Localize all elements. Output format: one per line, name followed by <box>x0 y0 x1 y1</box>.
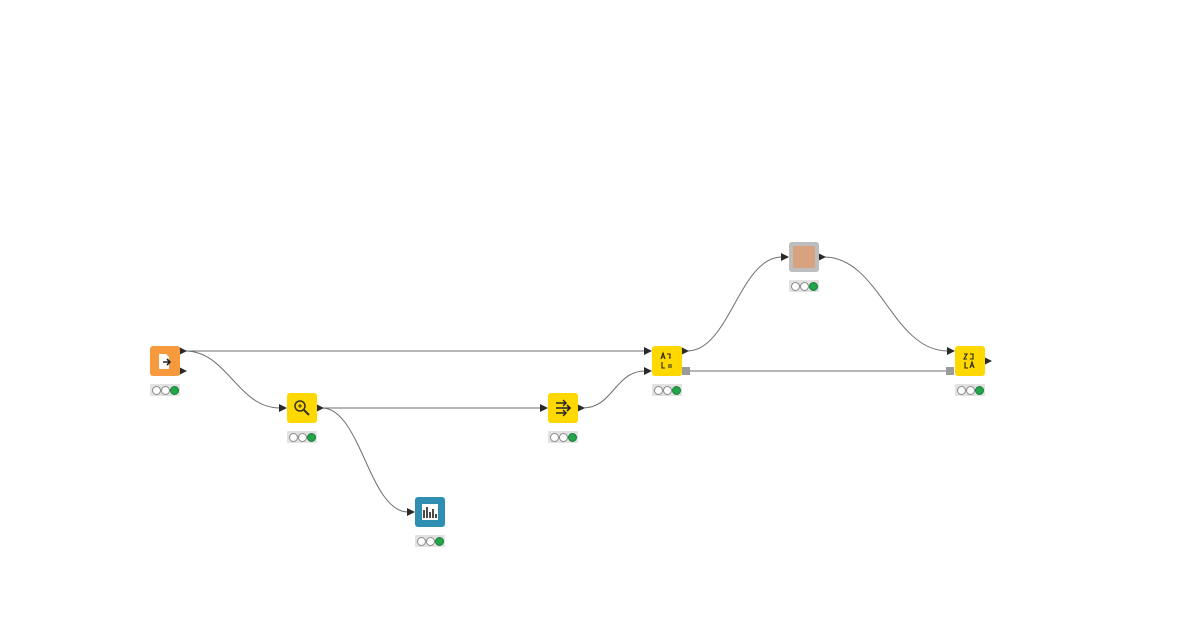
ports-layer <box>179 253 992 516</box>
meta-in0-port[interactable] <box>781 253 789 261</box>
data-explorer-node-body[interactable] <box>287 393 317 423</box>
status-light-red <box>791 282 800 291</box>
data-connection[interactable] <box>686 256 783 352</box>
explorer-in0-port[interactable] <box>279 404 287 412</box>
data-explorer-node-status <box>287 431 317 443</box>
status-light-green <box>170 386 179 395</box>
joiner-out0-port[interactable] <box>984 357 992 365</box>
sorter-out0-port[interactable] <box>681 347 689 355</box>
status-light-green <box>975 386 984 395</box>
joiner-in1-port[interactable] <box>946 367 954 375</box>
meta-out0-port[interactable] <box>818 253 826 261</box>
status-light-yellow <box>426 537 435 546</box>
status-light-red <box>654 386 663 395</box>
status-light-red <box>957 386 966 395</box>
sorter-in0-port[interactable] <box>644 347 652 355</box>
sort-za-icon <box>963 353 975 369</box>
sorter-in1-port[interactable] <box>644 367 652 375</box>
status-light-yellow <box>800 282 809 291</box>
mapper-in0-port[interactable] <box>540 404 548 412</box>
status-light-yellow <box>161 386 170 395</box>
data-connection[interactable] <box>823 256 949 352</box>
metanode-icon <box>793 246 815 268</box>
data-connection[interactable] <box>321 407 409 513</box>
sort-az-icon <box>660 351 672 369</box>
status-light-yellow <box>559 433 568 442</box>
explorer-out0-port[interactable] <box>316 404 324 412</box>
bar-chart-icon <box>422 504 438 520</box>
status-light-green <box>435 537 444 546</box>
sorter-fv-port[interactable] <box>682 367 690 375</box>
string-sorter-node-status <box>652 384 682 396</box>
column-arrows-icon <box>556 399 572 417</box>
status-light-yellow <box>966 386 975 395</box>
status-light-yellow <box>663 386 672 395</box>
status-light-yellow <box>298 433 307 442</box>
viz-in0-port[interactable] <box>407 508 415 516</box>
reader-out1-port[interactable] <box>179 367 187 375</box>
status-light-red <box>417 537 426 546</box>
status-light-green <box>672 386 681 395</box>
connections-layer <box>184 256 949 513</box>
status-light-red <box>289 433 298 442</box>
string-sorter-node-body[interactable] <box>652 346 682 376</box>
joiner-in0-port[interactable] <box>947 347 955 355</box>
string-joiner-node-body[interactable] <box>955 346 985 376</box>
data-connection[interactable] <box>184 350 281 409</box>
status-light-green <box>568 433 577 442</box>
string-joiner-node-status <box>955 384 985 396</box>
histogram-view-node-status <box>415 535 445 547</box>
metanode-status <box>789 280 819 292</box>
status-light-green <box>307 433 316 442</box>
magnifier-icon <box>294 400 310 416</box>
status-light-red <box>550 433 559 442</box>
column-mapper-node-status <box>548 431 578 443</box>
data-connection[interactable] <box>582 370 646 409</box>
file-reader-icon <box>159 354 172 369</box>
reader-out0-port[interactable] <box>179 347 187 355</box>
status-light-red <box>152 386 161 395</box>
mapper-out0-port[interactable] <box>577 404 585 412</box>
source-node-status <box>150 384 180 396</box>
status-light-green <box>809 282 818 291</box>
